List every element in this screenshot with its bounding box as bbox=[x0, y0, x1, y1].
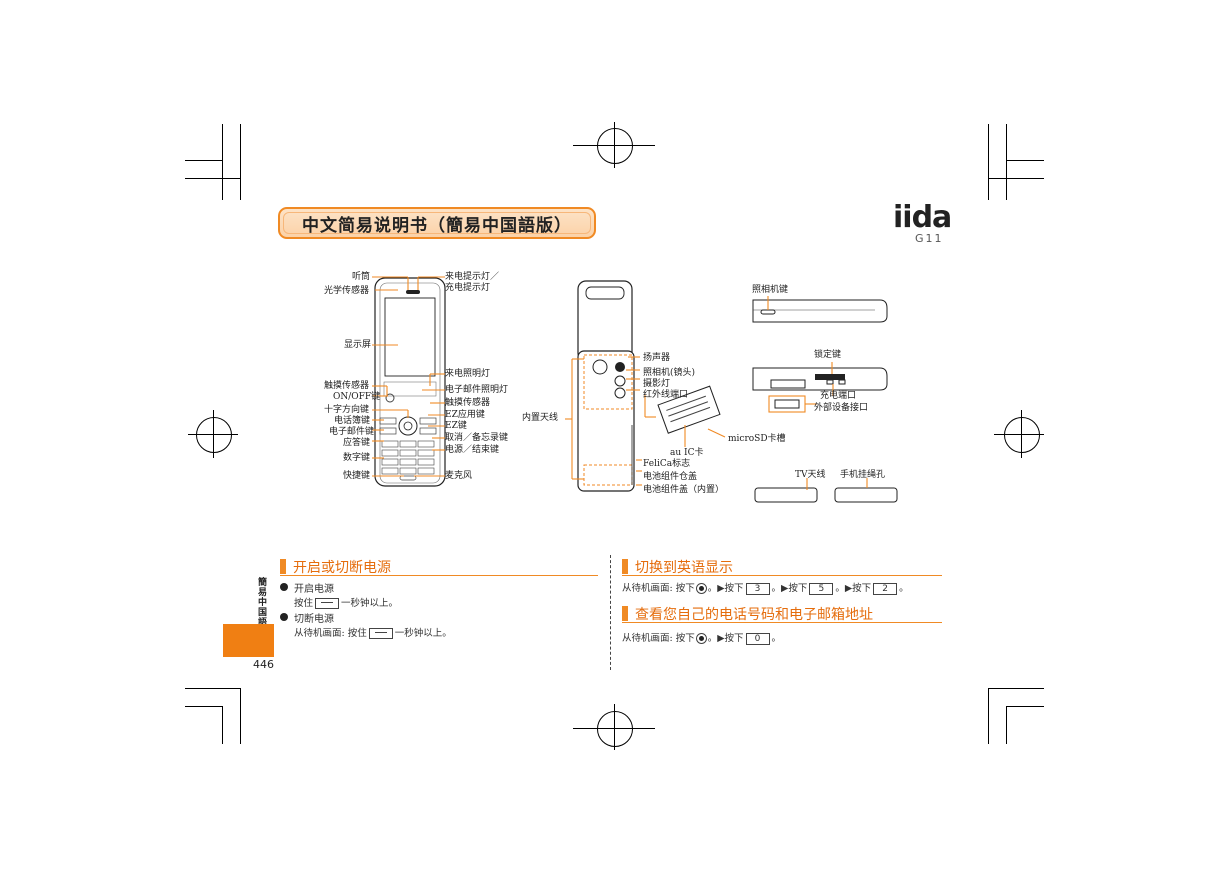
label-display: 显示屏 bbox=[344, 340, 372, 350]
end-key-icon bbox=[315, 598, 340, 609]
section-heading-own-number-text: 查看您自己的电话号码和电子邮箱地址 bbox=[635, 606, 873, 623]
label-incoming-light: 来电提示灯／ bbox=[445, 272, 500, 282]
section-heading-power-text: 开启或切断电源 bbox=[293, 559, 391, 576]
label-photo-light: 摄影灯 bbox=[643, 379, 671, 389]
power-off-title: 切断电源 bbox=[294, 614, 334, 625]
section-heading-own-number: 查看您自己的电话号码和电子邮箱地址 bbox=[622, 605, 942, 623]
number-key-2: 2 bbox=[873, 583, 898, 595]
label-earpiece: 听筒 bbox=[352, 272, 371, 282]
end-key-icon bbox=[368, 628, 393, 639]
label-battery-cover: 电池组件仓盖 bbox=[643, 472, 698, 482]
section-heading-english-text: 切换到英语显示 bbox=[635, 559, 733, 576]
phone-side-diagram bbox=[752, 296, 898, 503]
label-power-end-key: 电源／结束键 bbox=[445, 445, 500, 455]
label-mail-illumination: 电子邮件照明灯 bbox=[445, 385, 509, 395]
power-on-instruction: 按住一秒钟以上。 bbox=[294, 598, 399, 609]
label-phonebook-key: 电话簿键 bbox=[334, 416, 371, 426]
label-strap-hole: 手机挂绳孔 bbox=[840, 470, 886, 480]
section-heading-power: 开启或切断电源 bbox=[280, 558, 598, 576]
label-touch-sensor-right: 触摸传感器 bbox=[445, 398, 491, 408]
label-charging-port: 充电端口 bbox=[820, 391, 857, 401]
bullet-icon bbox=[280, 613, 288, 621]
number-key-0: 0 bbox=[745, 633, 770, 645]
label-ez-key: EZ键 bbox=[445, 421, 467, 431]
label-number-keys: 数字键 bbox=[343, 453, 371, 463]
label-speaker: 扬声器 bbox=[643, 353, 671, 363]
label-direction-key: 十字方向键 bbox=[324, 405, 370, 415]
center-key-icon bbox=[695, 583, 707, 594]
label-cancel-memo-key: 取消／备忘录键 bbox=[445, 433, 509, 443]
power-on-title: 开启电源 bbox=[294, 584, 334, 595]
label-battery-pack-cover: 电池组件盖（内置） bbox=[643, 485, 725, 495]
sidebar-tab bbox=[223, 624, 274, 657]
label-mail-key: 电子邮件键 bbox=[329, 427, 375, 437]
model-name: G11 bbox=[915, 232, 944, 245]
label-au-ic-card: au IC卡 bbox=[670, 448, 704, 458]
label-camera-lens: 照相机(镜头) bbox=[643, 368, 696, 378]
label-infrared-port: 红外线端口 bbox=[643, 390, 689, 400]
label-touch-sensor-left: 触摸传感器 bbox=[324, 381, 370, 391]
center-key-icon bbox=[695, 633, 707, 644]
brand-logo: iida bbox=[893, 200, 952, 235]
number-key-5: 5 bbox=[809, 583, 834, 595]
power-off-instruction: 从待机画面: 按住一秒钟以上。 bbox=[294, 628, 452, 639]
manual-title: 中文简易说明书（簡易中国語版） bbox=[302, 215, 572, 236]
label-internal-antenna: 内置天线 bbox=[522, 413, 559, 423]
label-felica-mark: FeliCa标志 bbox=[643, 459, 691, 469]
phone-back-diagram bbox=[565, 280, 726, 492]
label-on-off-key: ON/OFF键 bbox=[333, 392, 381, 402]
label-camera-key: 照相机键 bbox=[752, 285, 789, 295]
label-external-connector: 外部设备接口 bbox=[814, 403, 869, 413]
label-microsd-slot: microSD卡槽 bbox=[728, 434, 786, 444]
label-lock-key: 锁定键 bbox=[814, 350, 842, 360]
page-number: 446 bbox=[253, 658, 274, 671]
section-heading-english: 切换到英语显示 bbox=[622, 558, 942, 576]
label-ez-app-key: EZ应用键 bbox=[445, 410, 485, 420]
sidebar-vertical-text: 簡易中国語 bbox=[258, 578, 268, 628]
label-call-illumination: 来电照明灯 bbox=[445, 369, 491, 379]
label-light-sensor: 光学传感器 bbox=[324, 286, 370, 296]
label-answer-key: 应答键 bbox=[343, 438, 371, 448]
label-microphone: 麦克风 bbox=[445, 471, 473, 481]
label-tv-antenna: TV天线 bbox=[795, 470, 826, 480]
number-key-3: 3 bbox=[745, 583, 770, 595]
label-charge-light: 充电提示灯 bbox=[445, 283, 491, 293]
manual-title-banner: 中文简易说明书（簡易中国語版） bbox=[278, 207, 596, 239]
phone-front-diagram bbox=[372, 276, 446, 487]
label-shortcut-key: 快捷键 bbox=[343, 471, 371, 481]
bullet-icon bbox=[280, 583, 288, 591]
column-divider bbox=[610, 555, 611, 670]
